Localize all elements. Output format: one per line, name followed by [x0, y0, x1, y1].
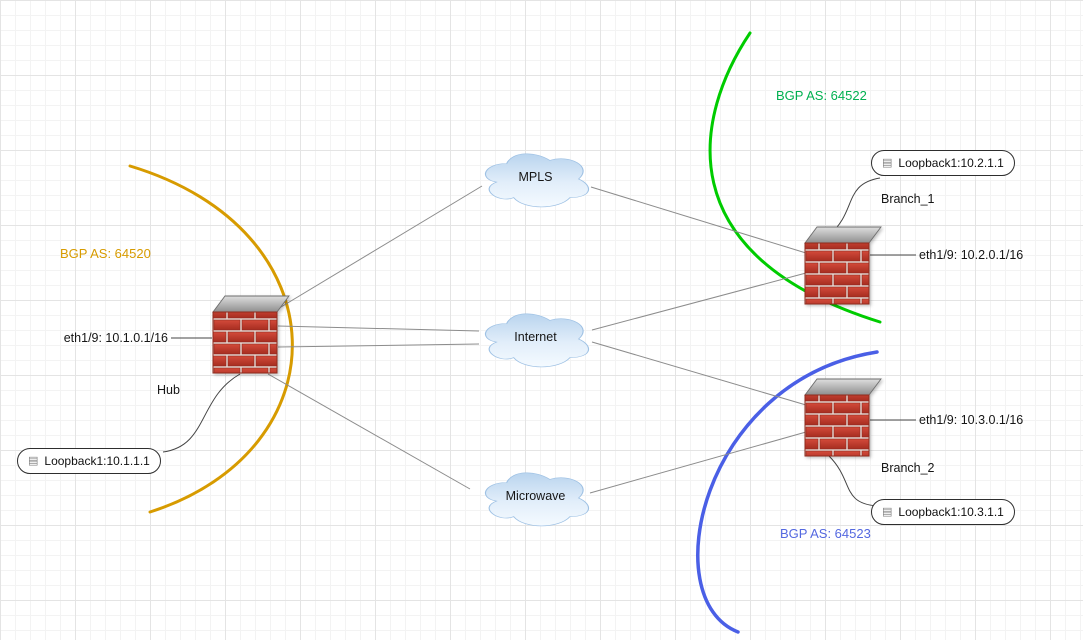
note-icon: ▤ [28, 454, 39, 467]
hub-name-label: Hub [157, 383, 180, 397]
branch2-as-boundary-arc [696, 350, 879, 634]
branch2-eth-label: eth1/9: 10.3.0.1/16 [919, 413, 1024, 427]
branch2-bgp-as-label: BGP AS: 64523 [780, 526, 871, 541]
branch2-firewall[interactable] [805, 379, 881, 456]
firewall-icon [805, 379, 881, 456]
branch2-loopback-label: Loopback1:10.3.1.1 [898, 505, 1004, 519]
note-icon: ▤ [882, 156, 893, 169]
internet-cloud-label: Internet [514, 330, 557, 344]
hub-bgp-as-label: BGP AS: 64520 [60, 246, 151, 261]
firewall-icon [805, 227, 881, 304]
mpls-cloud-label: MPLS [518, 170, 553, 184]
link-microwave-branch2 [589, 431, 807, 494]
branch2-loopback-connector [828, 455, 878, 507]
link-hub-mpls [275, 185, 483, 311]
branch1-eth-label: eth1/9: 10.2.0.1/16 [919, 248, 1024, 262]
branch1-loopback-bubble[interactable]: ▤ Loopback1:10.2.1.1 [871, 150, 1015, 176]
branch1-firewall[interactable] [805, 227, 881, 304]
link-hub-internet-b [277, 343, 480, 348]
microwave-cloud-label: Microwave [505, 489, 566, 503]
label-connectors [162, 177, 916, 507]
hub-firewall[interactable] [213, 296, 289, 373]
note-icon: ▤ [882, 505, 893, 518]
link-hub-internet-a [277, 325, 480, 332]
link-hub-microwave [267, 373, 471, 490]
link-internet-branch1 [591, 272, 807, 331]
link-internet-branch2 [591, 341, 807, 406]
link-mpls-branch1 [590, 186, 807, 254]
branch1-bgp-as-label: BGP AS: 64522 [776, 88, 867, 103]
hub-loopback-bubble[interactable]: ▤ Loopback1:10.1.1.1 [17, 448, 161, 474]
branch1-loopback-connector [828, 177, 881, 236]
branch2-name-label: Branch_2 [881, 461, 935, 475]
hub-loopback-connector [162, 373, 241, 453]
network-links [267, 185, 807, 494]
hub-eth-label: eth1/9: 10.1.0.1/16 [63, 331, 168, 345]
branch1-loopback-label: Loopback1:10.2.1.1 [898, 156, 1004, 170]
hub-as-boundary-arc [128, 164, 294, 514]
branch2-loopback-bubble[interactable]: ▤ Loopback1:10.3.1.1 [871, 499, 1015, 525]
firewall-icon [213, 296, 289, 373]
hub-loopback-label: Loopback1:10.1.1.1 [44, 454, 150, 468]
branch1-name-label: Branch_1 [881, 192, 935, 206]
